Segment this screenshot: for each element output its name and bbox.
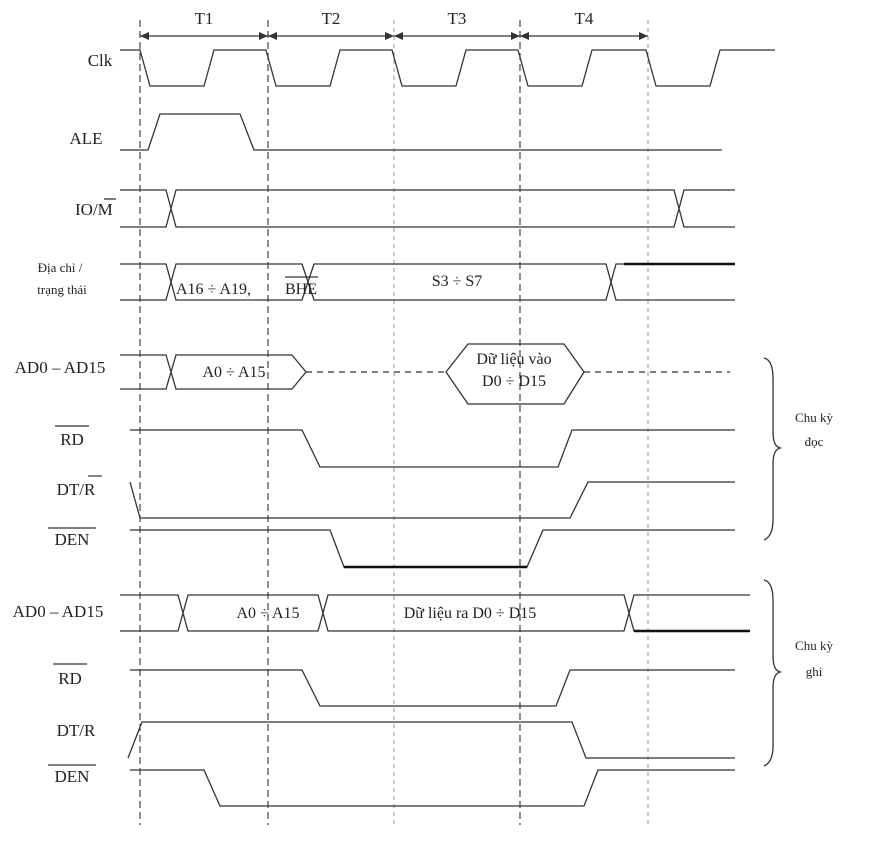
period-t4-label: T4 (575, 9, 594, 28)
ad-write-label: AD0 – AD15 (13, 602, 104, 621)
ad-read-label: AD0 – AD15 (15, 358, 106, 377)
bhe-text: BHE (285, 281, 317, 298)
data-in-text-2: D0 ÷ D15 (482, 373, 546, 390)
rd-write-label: RD (58, 669, 82, 688)
dtr-read-waveform (129, 481, 735, 519)
ad-write-waveform (120, 594, 750, 632)
write-cycle-label-2: ghi (806, 664, 823, 679)
ale-waveform (120, 113, 722, 151)
den-write-waveform (130, 769, 735, 807)
addr-low-read-text: A0 ÷ A15 (202, 364, 265, 381)
addr-high-text: A16 ÷ A19, (176, 281, 251, 298)
ale-label: ALE (69, 129, 102, 148)
io-m-label: IO/M (75, 200, 113, 219)
period-markers: T1 T2 T3 T4 (140, 9, 648, 40)
period-t3-label: T3 (448, 9, 467, 28)
period-t1-label: T1 (195, 9, 214, 28)
clk-label: Clk (88, 51, 113, 70)
write-cycle-label-1: Chu kỳ (795, 638, 833, 653)
den-read-label: DEN (55, 530, 90, 549)
rd-read-label: RD (60, 430, 84, 449)
den-write-label: DEN (55, 767, 90, 786)
addr-status-label-1: Địa chỉ / (38, 260, 83, 275)
clk-waveform (120, 49, 775, 87)
rd-read-waveform (130, 429, 735, 468)
dtr-write-label: DT/R (57, 721, 96, 740)
addr-low-write-text: A0 ÷ A15 (236, 605, 299, 622)
dtr-read-label: DT/R (57, 480, 96, 499)
read-cycle-label-2: đọc (805, 434, 824, 449)
read-cycle-brace (763, 357, 783, 541)
den-read-waveform (130, 529, 735, 568)
dtr-write-waveform (127, 721, 735, 759)
status-text: S3 ÷ S7 (432, 273, 483, 290)
addr-status-label-2: trạng thái (37, 282, 87, 297)
io-m-waveform (120, 189, 735, 228)
rd-write-waveform (130, 669, 735, 707)
write-cycle-brace (763, 579, 783, 767)
data-out-text: Dữ liệu ra D0 ÷ D15 (404, 605, 537, 622)
addr-status-waveform (120, 263, 735, 301)
reference-lines (139, 20, 649, 825)
data-in-text-1: Dữ liệu vào (476, 351, 551, 368)
read-cycle-label-1: Chu kỳ (795, 410, 833, 425)
period-t2-label: T2 (322, 9, 341, 28)
